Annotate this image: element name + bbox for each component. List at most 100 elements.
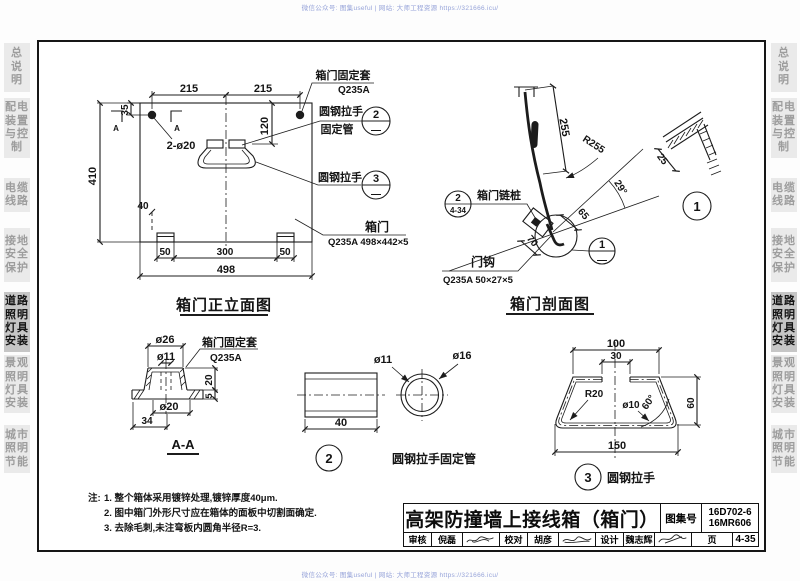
atlas-number-label: 图集号 xyxy=(660,504,701,532)
dim-215-right: 215 xyxy=(254,83,272,95)
front-elevation-title: 箱门正立面图 xyxy=(176,296,272,314)
sidebar-item-label: 道路 照明 灯具 安装 xyxy=(772,295,796,348)
dim-255: 255 xyxy=(556,117,571,137)
label-fixing-sleeve: 箱门固定套 xyxy=(202,335,258,349)
callout-2-ref: — xyxy=(371,125,381,136)
drawing-title: 高架防撞墙上接线箱（箱门） xyxy=(405,509,659,531)
signature-scribble xyxy=(562,536,592,544)
dim-25: 25 xyxy=(654,152,670,168)
dim-40: 40 xyxy=(137,201,149,212)
sidebar-item-label: 总 说 明 xyxy=(11,47,23,87)
callout-2-number: 2 xyxy=(373,109,379,121)
sidebar-item-label: 配电 装置 与控 制 xyxy=(5,101,29,154)
dim-410: 410 xyxy=(87,167,99,185)
dim-r20: R20 xyxy=(585,389,604,400)
sidebar-item-grounding-safety: 接地 安全 保护 xyxy=(771,228,797,282)
watermark-top: 微信公众号: 图集useful | 网站: 大师工程资源 https://321… xyxy=(301,5,499,12)
sidebar-item-general-notes: 总 说 明 xyxy=(771,43,797,92)
label-door-spec: Q235A 498×442×5 xyxy=(328,237,409,248)
dim-r255: R255 xyxy=(580,134,606,156)
callout-2-page-ref: 4-34 xyxy=(450,206,467,215)
dim-holes: 2-ø20 xyxy=(167,140,196,152)
dim-300: 300 xyxy=(217,247,234,258)
dim-50-left: 50 xyxy=(159,247,171,258)
atlas-number-line1: 16D702-6 xyxy=(708,506,752,518)
callout-1-number: 1 xyxy=(599,239,605,251)
review-label: 审核 xyxy=(408,535,427,545)
detail-1-drawing xyxy=(654,111,722,221)
detail-2-number: 2 xyxy=(325,451,332,466)
sidebar-item-road-lighting: 道路 照明 灯具 安装 xyxy=(4,292,30,352)
page-label: 页 xyxy=(691,533,732,546)
signature-scribble xyxy=(466,536,494,543)
dim-150: 150 xyxy=(608,440,626,452)
design-label: 设计 xyxy=(595,533,623,546)
sidebar-item-label: 景观 照明 灯具 安装 xyxy=(5,357,29,410)
callout-2-number: 2 xyxy=(455,193,461,204)
label-fixing-tube: 固定管 xyxy=(321,122,354,136)
dim-dia20: ø20 xyxy=(160,401,179,413)
sidebar-item-label: 道路 照明 灯具 安装 xyxy=(5,295,29,348)
front-elevation-text: 215 215 35 410 120 A A 2-ø20 40 50 300 5… xyxy=(87,68,409,314)
designer-name: 魏志辉 xyxy=(623,533,654,546)
dim-dia26: ø26 xyxy=(156,334,175,346)
note-item: 2. 图中箱门外形尺寸应在箱体的面板中切割面确定. xyxy=(104,508,317,519)
checker-name: 胡彦 xyxy=(527,533,558,546)
sidebar-item-label: 配电 装置 与控 制 xyxy=(772,101,796,154)
page-number: 4-35 xyxy=(732,533,758,546)
dim-40: 40 xyxy=(335,417,347,429)
sidebar-item-general-notes: 总 说 明 xyxy=(4,43,30,92)
checker-signature xyxy=(558,533,595,546)
label-fixing-sleeve-spec: Q235A xyxy=(210,353,242,364)
label-door-fixing-sleeve: 箱门固定套 xyxy=(316,68,372,82)
dim-5: 5 xyxy=(204,393,215,399)
note-item: 1. 整个箱体采用镀锌处理,镀锌厚度40μm. xyxy=(104,493,278,504)
callout-3-number: 3 xyxy=(373,173,379,185)
title-block: 高架防撞墙上接线箱（箱门） 图集号 16D702-6 16MR606 审核 倪磊… xyxy=(403,503,759,547)
section-view-title: 箱门剖面图 xyxy=(510,295,590,313)
label-door-fixing-sleeve-spec: Q235A xyxy=(338,85,370,96)
sidebar-item-label: 接地 安全 保护 xyxy=(772,234,796,274)
reviewer-name: 倪磊 xyxy=(431,533,462,546)
dim-120: 120 xyxy=(259,117,271,135)
sidebar-item-label: 电缆 线路 xyxy=(772,181,796,207)
aa-title: A-A xyxy=(171,437,195,452)
detail-3-number: 3 xyxy=(584,470,591,485)
dim-100: 100 xyxy=(607,338,625,350)
sidebar-item-power-distribution: 配电 装置 与控 制 xyxy=(771,98,797,158)
dim-60: 60 xyxy=(686,397,697,409)
sidebar-item-landscape-lighting: 景观 照明 灯具 安装 xyxy=(771,355,797,413)
section-mark-a: A xyxy=(174,124,180,133)
dim-35: 35 xyxy=(120,104,131,116)
label-door-chain-post: 箱门链桩 xyxy=(477,188,521,202)
watermark-bottom: 微信公众号: 图集useful | 网站: 大师工程资源 https://321… xyxy=(301,572,499,579)
dim-dia16: ø16 xyxy=(453,350,472,362)
designer-signature xyxy=(654,533,691,546)
dim-498: 498 xyxy=(217,264,235,276)
aa-section-text: ø26 ø11 箱门固定套 Q235A 20 5 ø20 34 A-A xyxy=(141,334,258,452)
label-door: 箱门 xyxy=(365,219,389,234)
check-label: 校对 xyxy=(499,533,527,546)
sidebar-item-road-lighting: 道路 照明 灯具 安装 xyxy=(771,292,797,352)
sidebar-item-label: 城市 照明 节能 xyxy=(772,428,796,468)
sidebar-item-label: 接地 安全 保护 xyxy=(5,234,29,274)
sidebar-item-label: 景观 照明 灯具 安装 xyxy=(772,357,796,410)
sidebar-item-city-lighting-energy: 城市 照明 节能 xyxy=(771,425,797,473)
dim-dia11: ø11 xyxy=(157,351,175,363)
label-round-steel-handle: 圆钢拉手 xyxy=(319,104,363,118)
sidebar-item-cable-lines: 电缆 线路 xyxy=(4,178,30,212)
reviewer-signature xyxy=(462,533,499,546)
dim-dia11: ø11 xyxy=(374,354,392,366)
drawing-sheet-frame xyxy=(37,40,766,552)
label-door-hook: 门钩 xyxy=(471,254,495,269)
sidebar-item-grounding-safety: 接地 安全 保护 xyxy=(4,228,30,282)
dim-50-right: 50 xyxy=(279,247,291,258)
dim-30: 30 xyxy=(610,351,622,362)
section-mark-a: A xyxy=(113,124,119,133)
label-door-hook-spec: Q235A 50×27×5 xyxy=(443,275,514,286)
dim-20: 20 xyxy=(204,374,215,386)
dim-angle-29: 29° xyxy=(611,178,628,197)
detail-2-drawing xyxy=(297,363,459,472)
